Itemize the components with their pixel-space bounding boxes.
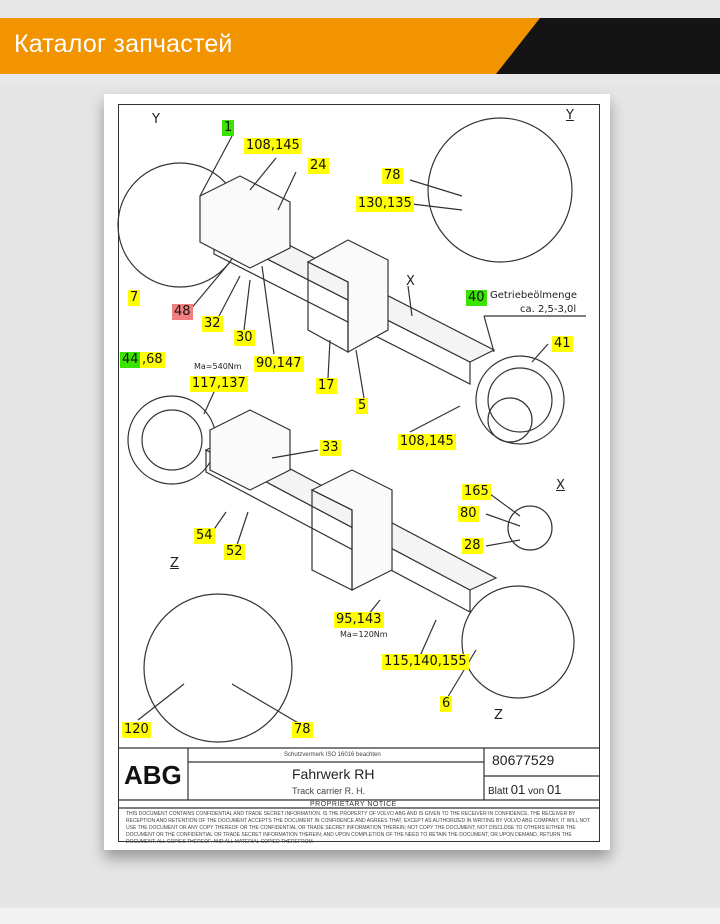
part-label[interactable]: 108,145 [244,138,302,154]
part-label[interactable]: 95,143 [334,612,384,628]
part-label[interactable]: 130,135 [356,196,414,212]
proprietary-notice-title: PROPRIETARY NOTICE [310,801,397,808]
part-label[interactable]: 32 [202,316,223,332]
torque-note-120: Ma=120Nm [340,630,388,639]
view-label-z-bottom: Z [494,708,503,723]
torque-note-540: Ma=540Nm [194,362,242,371]
protection-note: Schutzvermerk ISO 16016 beachten [284,752,381,758]
part-label[interactable]: 24 [308,158,329,174]
part-label[interactable]: 54 [194,528,215,544]
part-label[interactable]: 52 [224,544,245,560]
part-label[interactable]: 17 [316,378,337,394]
part-label[interactable]: 40 [466,290,487,306]
drawing-title: Fahrwerk RH [292,766,375,782]
sheet-label: Blatt [488,786,509,797]
part-label[interactable]: 7 [128,290,141,306]
part-label[interactable]: 78 [292,722,313,738]
proprietary-notice-text: THIS DOCUMENT CONTAINS CONFIDENTIAL AND … [126,811,590,845]
title-bar [0,18,540,74]
part-label[interactable]: 41 [552,336,573,352]
part-label[interactable]: 165 [462,484,491,500]
drive-gear-right [475,355,565,445]
document-number: 80677529 [492,752,555,768]
oil-quantity-amount: ca. 2,5-3,0l [520,304,577,315]
part-label[interactable]: 115,140,155 [382,654,469,670]
detail-circle-z-left [143,593,293,743]
part-label[interactable]: 108,145 [398,434,456,450]
detail-circle-y-right [427,117,573,263]
part-label[interactable]: 6 [440,696,453,712]
part-label[interactable]: 30 [234,330,255,346]
detail-circle-x [507,505,553,551]
part-label[interactable]: 44 [120,352,141,368]
part-label[interactable]: 117,137 [190,376,248,392]
part-label[interactable]: 5 [356,398,369,414]
part-label[interactable]: ,68 [140,352,165,368]
part-label[interactable]: 120 [122,722,151,738]
view-label-x-detail: X [556,478,565,493]
sheet-number: 01 [510,782,526,797]
drawing-subtitle: Track carrier R. H. [292,786,366,796]
sheet-info: Blatt 01 von 01 [488,782,561,797]
view-label-y-left: Y [152,112,160,127]
part-label[interactable]: 90,147 [254,356,304,372]
part-label[interactable]: 78 [382,168,403,184]
view-label-x-top: X [406,274,415,289]
sheet-total: 01 [546,782,562,797]
of-label: von [528,786,545,797]
view-label-y-right: Y [566,108,574,123]
part-label[interactable]: 80 [458,506,479,522]
part-label[interactable]: 28 [462,538,483,554]
abg-logo: ABG [124,760,182,790]
part-label[interactable]: 48 [172,304,193,320]
title-bar-dark-corner [496,18,720,74]
part-label[interactable]: 1 [222,120,235,136]
detail-circle-z-bottom [461,585,575,699]
drive-gear-left [127,395,217,485]
view-label-z-left: Z [170,556,179,571]
drawing-frame [118,104,600,842]
oil-quantity-label: Getriebeölmenge [490,290,577,301]
part-label[interactable]: 33 [320,440,341,456]
page-title: Каталог запчастей [14,30,233,58]
